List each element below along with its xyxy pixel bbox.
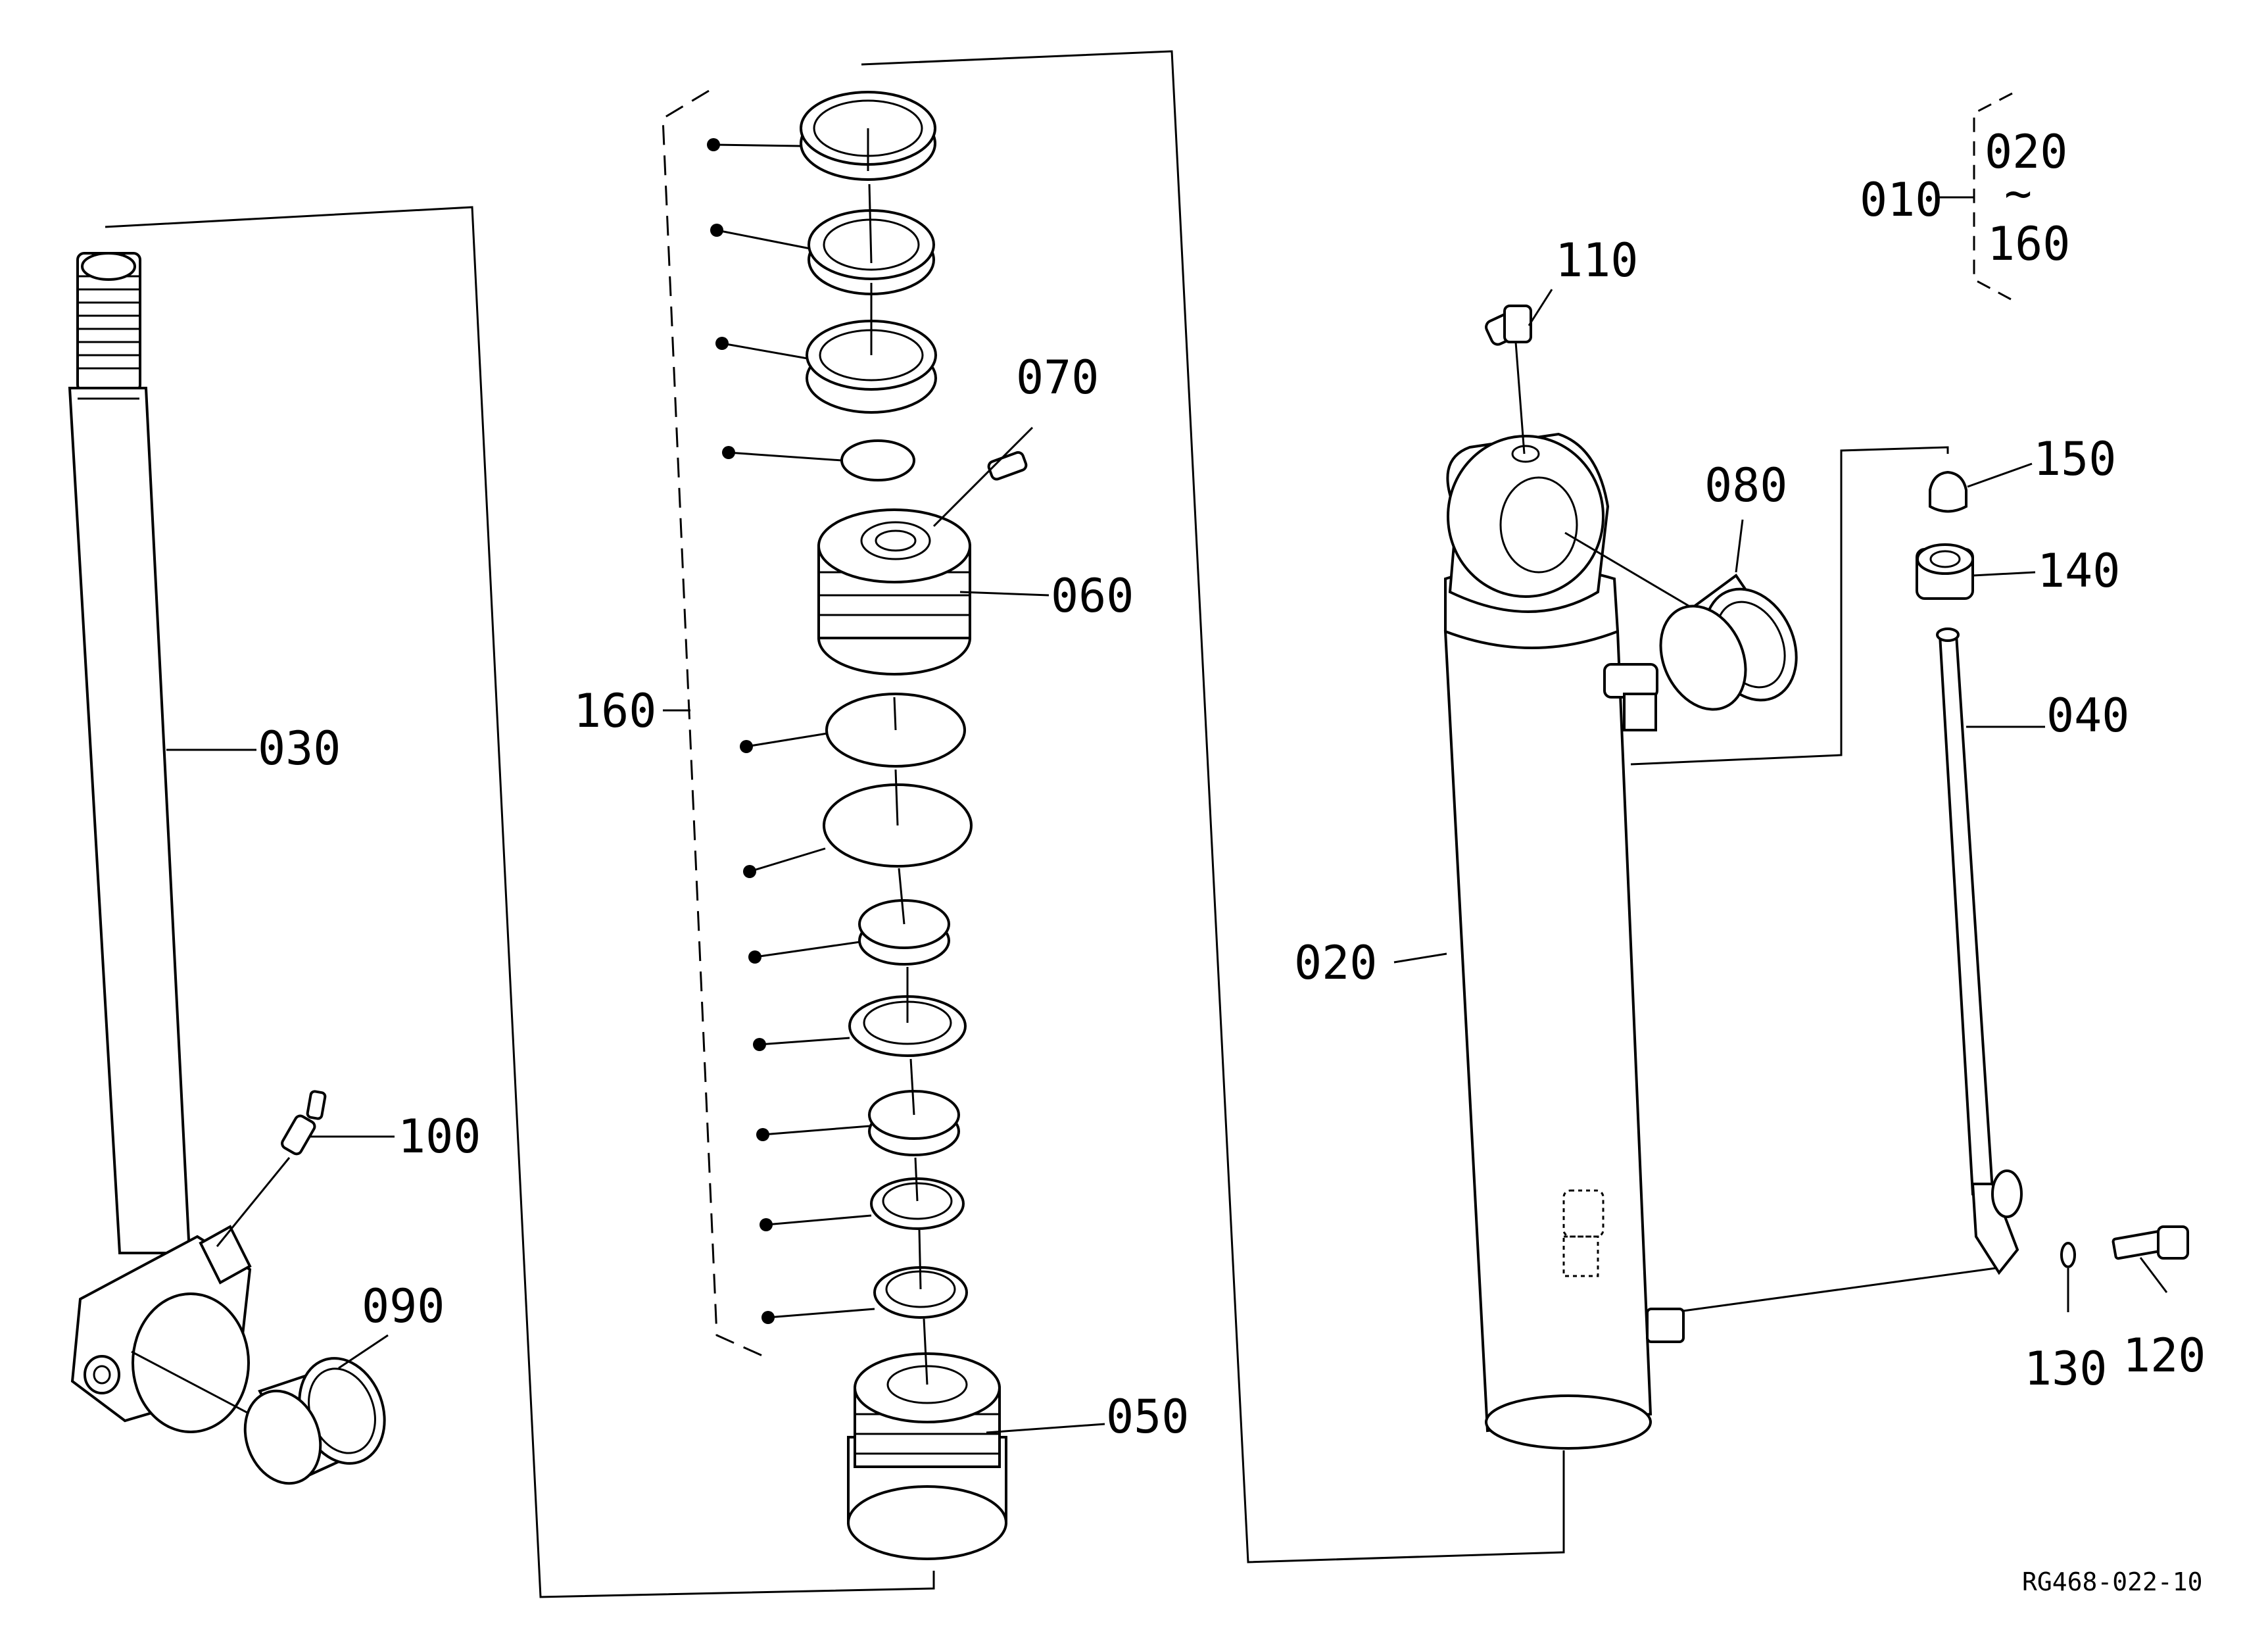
label-040: 040 (2046, 689, 2129, 743)
label-130: 130 (2024, 1342, 2107, 1396)
label-range-sep: ~ (2004, 166, 2032, 220)
seal-kit-parts (800, 91, 1028, 1560)
label-060: 060 (1051, 569, 1134, 623)
label-160: 160 (573, 684, 656, 738)
assembly-outline (105, 50, 1996, 1598)
label-140: 140 (2037, 544, 2120, 598)
part-labels: 010 020 ~ 160 020 030 040 050 060 070 08… (258, 125, 2206, 1444)
bushing-090 (243, 1357, 386, 1485)
grease-nipple-100 (216, 1090, 327, 1247)
grease-nipple-110 (1485, 305, 1532, 346)
piston-rod-030 (68, 252, 257, 1433)
washer-130 (2060, 1242, 2076, 1268)
label-030: 030 (258, 722, 341, 775)
cylinder-tube-020 (1443, 341, 1710, 1450)
label-160-range: 160 (1987, 217, 2070, 271)
label-leaders (166, 289, 2168, 1434)
label-010: 010 (1860, 173, 1942, 227)
seal-kit-bullets (707, 138, 875, 1324)
label-120: 120 (2123, 1329, 2206, 1383)
label-090: 090 (362, 1279, 445, 1333)
label-080: 080 (1704, 458, 1787, 512)
label-150: 150 (2033, 432, 2116, 486)
label-070: 070 (1016, 351, 1099, 405)
nut-140 (1916, 543, 1974, 600)
label-020-range: 020 (1985, 125, 2067, 179)
pipe-040 (1936, 627, 2023, 1275)
drawing-code: RG468-022-10 (2022, 1567, 2203, 1596)
bushing-080 (1659, 574, 1798, 711)
label-110: 110 (1555, 234, 1638, 287)
label-100: 100 (398, 1110, 481, 1164)
label-050: 050 (1106, 1390, 1189, 1444)
cap-150 (1929, 470, 1967, 513)
range-bracket (1939, 92, 2013, 301)
label-020: 020 (1294, 936, 1377, 990)
seal-kit-bracket (662, 89, 769, 1360)
bolt-120 (2111, 1225, 2189, 1260)
